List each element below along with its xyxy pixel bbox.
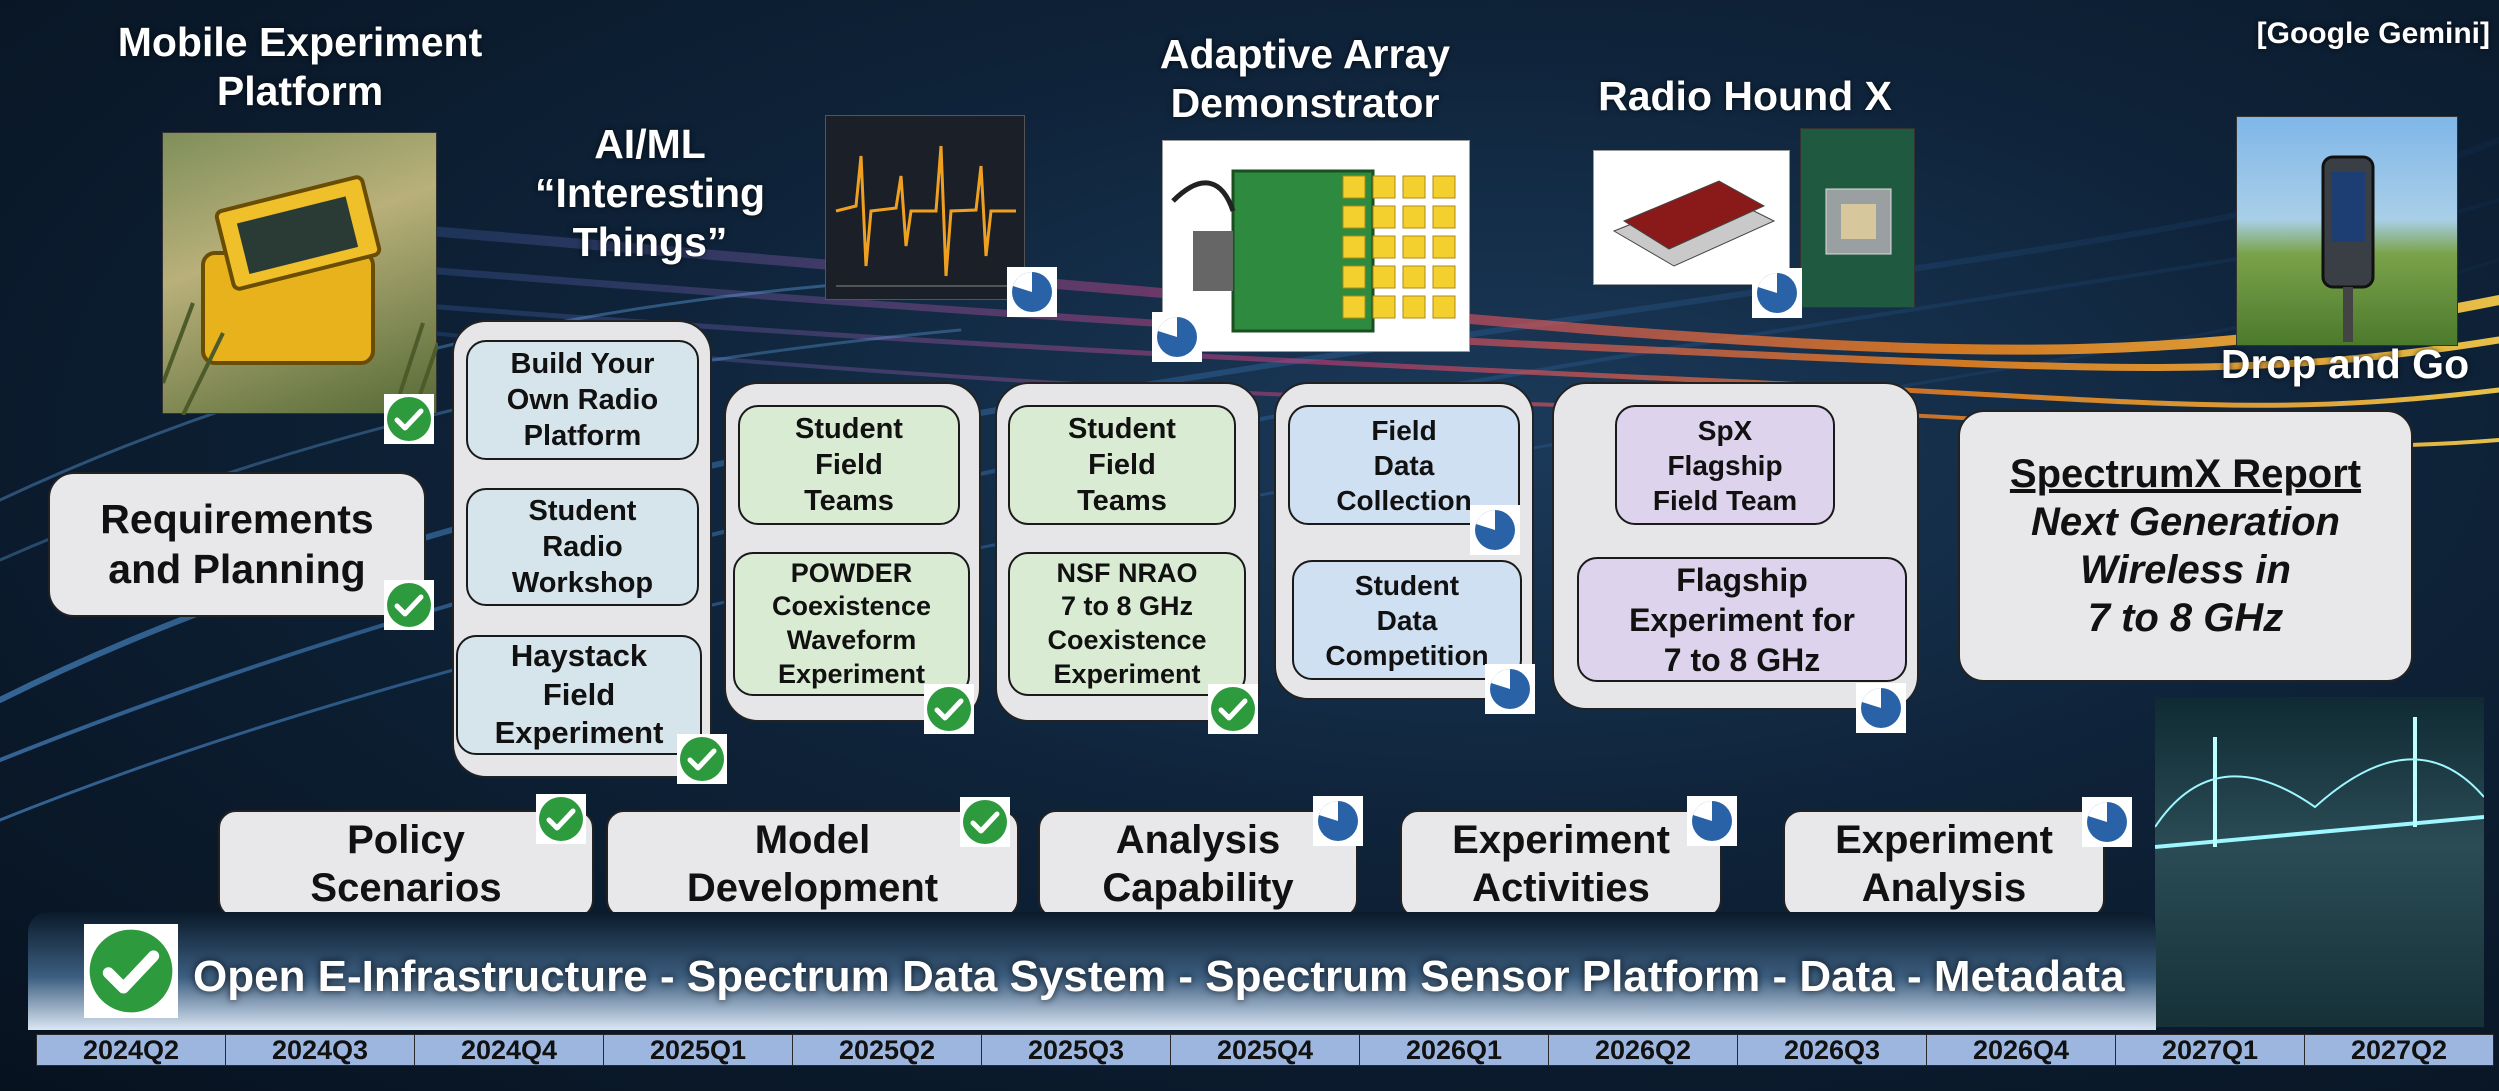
- checkmark-icon: [384, 394, 434, 444]
- infrastructure-bar: [28, 912, 2156, 1030]
- pie-progress-icon: [1313, 796, 1363, 846]
- heading-radio-hound: Radio Hound X: [1598, 73, 1892, 119]
- timeline-quarter: 2024Q3: [225, 1034, 415, 1066]
- requirements-box: Requirements and Planning: [48, 472, 426, 617]
- watermark: [Google Gemini]: [2256, 17, 2490, 50]
- pie-progress-icon: [1856, 683, 1906, 733]
- timeline-quarter: 2026Q4: [1926, 1034, 2116, 1066]
- infrastructure-label: Open E-Infrastructure - Spectrum Data Sy…: [193, 952, 2125, 1001]
- haystack-experiment-box: Haystack Field Experiment: [456, 635, 702, 755]
- pie-progress-icon: [1752, 268, 1802, 318]
- radio-hound-diagram-image: [1593, 150, 1790, 285]
- checkmark-icon: [960, 797, 1010, 847]
- checkmark-icon: [1208, 684, 1258, 734]
- build-radio-box: Build Your Own Radio Platform: [466, 340, 699, 460]
- student-field-teams-box-1: Student Field Teams: [738, 405, 960, 525]
- student-data-competition-box: Student Data Competition: [1292, 560, 1522, 680]
- heading-aiml: AI/ML “Interesting Things”: [534, 121, 766, 266]
- aiml-waveform-image: [825, 115, 1025, 300]
- timeline-quarter: 2024Q4: [414, 1034, 604, 1066]
- student-radio-workshop-box: Student Radio Workshop: [466, 488, 699, 606]
- heading-adaptive-array: Adaptive Array Demonstrator: [1159, 31, 1451, 127]
- pie-progress-icon: [1152, 312, 1202, 362]
- checkmark-icon: [677, 734, 727, 784]
- pillar-policy-scenarios: Policy Scenarios: [218, 810, 594, 918]
- timeline-quarter: 2025Q4: [1170, 1034, 1360, 1066]
- timeline-quarter: 2027Q1: [2115, 1034, 2305, 1066]
- mobile-platform-photo: [161, 132, 440, 416]
- report-title: SpectrumX Report: [2009, 452, 2362, 496]
- timeline-quarter: 2026Q3: [1737, 1034, 1927, 1066]
- flagship-experiment-box: Flagship Experiment for 7 to 8 GHz: [1577, 557, 1907, 682]
- spectrumx-report-box: SpectrumX Report Next Generation Wireles…: [1958, 410, 2413, 682]
- pillar-experiment-analysis: Experiment Analysis: [1783, 810, 2105, 918]
- infrastructure-checkmark-icon: [84, 924, 178, 1018]
- pie-progress-icon: [1007, 267, 1057, 317]
- report-subtitle: Next Generation Wireless in 7 to 8 GHz: [2031, 500, 2340, 640]
- timeline-quarter: 2027Q2: [2304, 1034, 2494, 1066]
- heading-mobile-platform: Mobile Experiment Platform: [117, 19, 483, 115]
- timeline-quarter: 2024Q2: [36, 1034, 226, 1066]
- pie-progress-icon: [2082, 797, 2132, 847]
- pillar-experiment-activities: Experiment Activities: [1400, 810, 1722, 918]
- pillar-analysis-capability: Analysis Capability: [1038, 810, 1358, 918]
- nrao-experiment-box: NSF NRAO 7 to 8 GHz Coexistence Experime…: [1008, 552, 1246, 696]
- timeline-quarter: 2025Q1: [603, 1034, 793, 1066]
- pillar-label: Analysis Capability: [1102, 818, 1294, 910]
- checkmark-icon: [384, 580, 434, 630]
- pillar-label: Model Development: [686, 818, 939, 910]
- checkmark-icon: [924, 684, 974, 734]
- spx-flagship-team-box: SpX Flagship Field Team: [1615, 405, 1835, 525]
- heading-drop-and-go: Drop and Go: [2220, 341, 2470, 387]
- pillar-label: Experiment Activities: [1452, 818, 1670, 910]
- pie-progress-icon: [1470, 505, 1520, 555]
- adaptive-array-image: [1162, 140, 1470, 352]
- bridge-image: [2154, 697, 2485, 1027]
- timeline-quarter: 2026Q2: [1548, 1034, 1738, 1066]
- drop-and-go-image: [2236, 116, 2458, 346]
- requirements-label: Requirements and Planning: [100, 496, 374, 592]
- powder-experiment-box: POWDER Coexistence Waveform Experiment: [733, 552, 970, 696]
- timeline-quarter: 2026Q1: [1359, 1034, 1549, 1066]
- pillar-label: Experiment Analysis: [1835, 818, 2053, 910]
- radio-hound-board-image: [1800, 128, 1915, 308]
- pillar-model-development: Model Development: [606, 810, 1019, 918]
- pie-progress-icon: [1687, 796, 1737, 846]
- timeline-quarter: 2025Q3: [981, 1034, 1171, 1066]
- timeline-quarter: 2025Q2: [792, 1034, 982, 1066]
- checkmark-icon: [536, 794, 586, 844]
- pie-progress-icon: [1485, 664, 1535, 714]
- pillar-label: Policy Scenarios: [310, 818, 502, 910]
- student-field-teams-box-2: Student Field Teams: [1008, 405, 1236, 525]
